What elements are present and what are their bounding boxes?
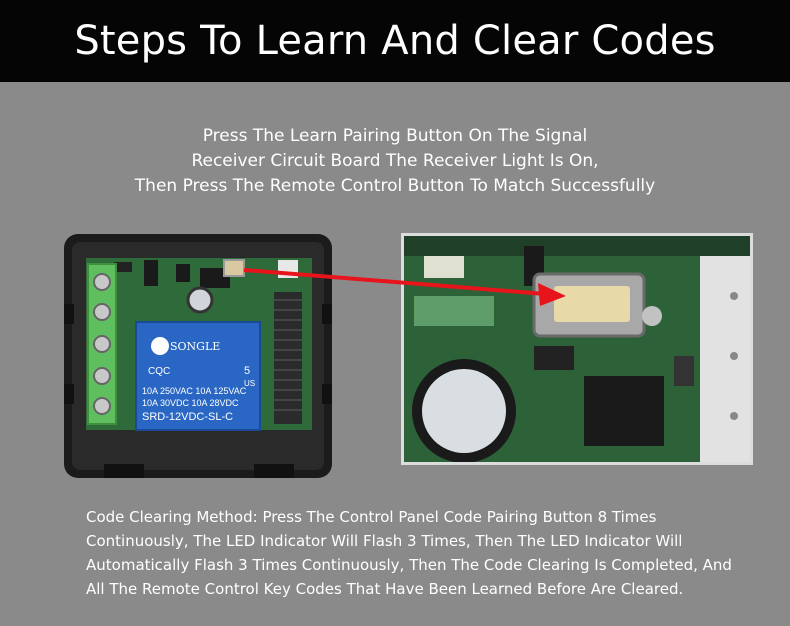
relay: SONGLE CQC 5 US 10A 250VAC 10A 125VAC 10… (135, 321, 261, 431)
page-title: Steps To Learn And Clear Codes (74, 18, 716, 64)
zoomed-board (404, 236, 750, 462)
receiver-board-photo: SONGLE CQC 5 US 10A 250VAC 10A 125VAC 10… (64, 234, 332, 478)
clearing-line-3: Automatically Flash 3 Times Continuously… (86, 556, 732, 574)
pairing-instructions: Press The Learn Pairing Button On The Si… (60, 124, 730, 199)
relay-rating-2: 10A 30VDC 10A 28VDC (142, 398, 239, 408)
antenna-coil (274, 292, 302, 424)
zoomed-button-photo (401, 233, 753, 465)
clearing-line-1: Code Clearing Method: Press The Control … (86, 508, 657, 526)
pairing-line-1: Press The Learn Pairing Button On The Si… (202, 126, 588, 146)
relay-num: 5 (244, 365, 250, 377)
relay-model: SRD-12VDC-SL-C (142, 411, 233, 423)
clearing-line-2: Continuously, The LED Indicator Will Fla… (86, 532, 683, 550)
code-clearing-instructions: Code Clearing Method: Press The Control … (86, 505, 746, 601)
pairing-line-2: Receiver Circuit Board The Receiver Ligh… (191, 151, 599, 171)
title-banner: Steps To Learn And Clear Codes (0, 0, 790, 82)
screw-terminal-block (87, 263, 117, 425)
clearing-line-4: All The Remote Control Key Codes That Ha… (86, 580, 684, 598)
pairing-line-3: Then Press The Remote Control Button To … (134, 176, 656, 196)
relay-rating-1: 10A 250VAC 10A 125VAC (142, 386, 247, 396)
relay-cqc: CQC (148, 366, 170, 377)
relay-brand: SONGLE (170, 340, 220, 353)
relay-us: US (244, 379, 255, 388)
pairing-button (532, 272, 646, 338)
